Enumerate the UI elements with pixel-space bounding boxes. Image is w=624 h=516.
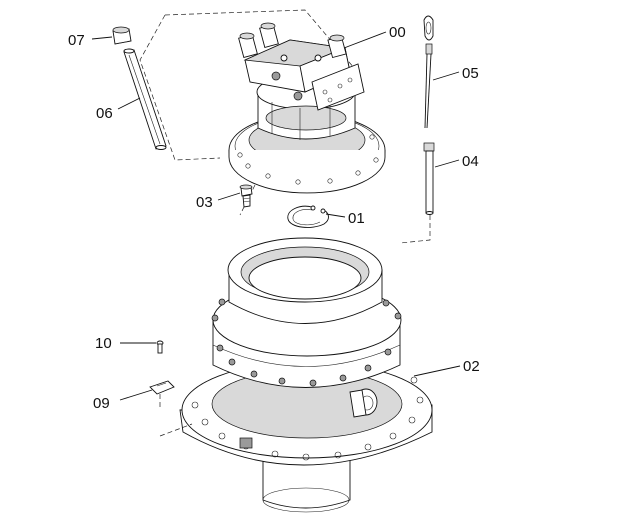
part-04-guide-pipe [423,142,435,215]
motor-flange-holes [237,134,379,185]
part-labels: 07 06 00 05 04 03 01 10 09 02 [68,24,480,412]
label-07: 07 [68,32,85,49]
label-06: 06 [96,105,113,122]
label-10: 10 [95,335,112,352]
label-00: 00 [389,24,406,41]
part-01-snap-ring [287,205,329,228]
leader-lines [91,31,461,401]
part-02-reduction-gear [179,237,433,513]
part-09-plate [149,380,193,437]
part-10-bolt [156,340,164,354]
part-05-dipstick [423,15,434,129]
motor-relief-valves [238,22,347,59]
part-07-cap [112,26,132,45]
label-05: 05 [462,65,479,82]
part-06-pipe [123,48,167,150]
label-03: 03 [196,194,213,211]
part-03-bolt [239,184,253,208]
label-09: 09 [93,395,110,412]
label-04: 04 [462,153,479,170]
gear-flange-holes [191,376,424,461]
label-01: 01 [348,210,365,227]
part-00-swing-motor [228,22,386,194]
housing-bolts [211,298,402,387]
label-02: 02 [463,358,480,375]
